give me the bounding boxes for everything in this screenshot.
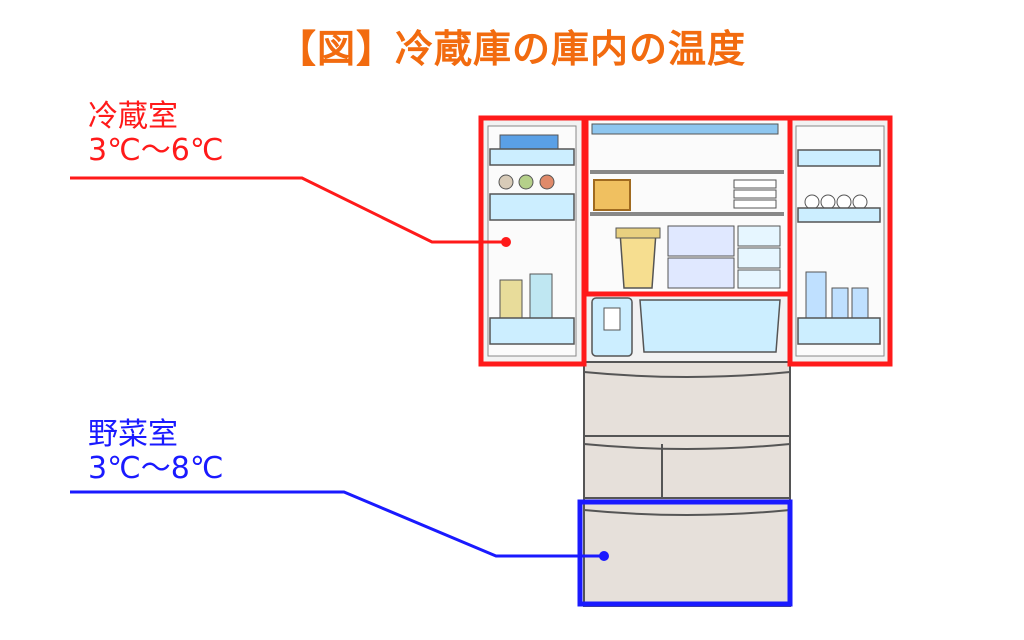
right-door bbox=[789, 117, 891, 365]
lower-cabinet bbox=[583, 361, 791, 607]
fridge-zone-label: 冷蔵室 3℃〜6℃ bbox=[88, 100, 224, 168]
fridge-zone-name: 冷蔵室 bbox=[88, 99, 178, 134]
vegetable-zone-name: 野菜室 bbox=[88, 417, 178, 452]
fridge-zone-temperature: 3℃〜6℃ bbox=[88, 133, 224, 168]
fridge-zone-highlight bbox=[478, 115, 893, 367]
vegetable-zone-marker bbox=[599, 551, 609, 561]
center-compartment bbox=[583, 117, 791, 363]
vegetable-zone-temperature: 3℃〜8℃ bbox=[88, 451, 224, 486]
fridge-zone-leader-line bbox=[70, 176, 506, 244]
fridge-zone-marker bbox=[501, 237, 511, 247]
diagram-title: 【図】冷蔵庫の庫内の温度 bbox=[277, 27, 746, 71]
vegetable-zone-label: 野菜室 3℃〜8℃ bbox=[88, 418, 224, 486]
vegetable-zone-highlight bbox=[577, 499, 793, 607]
vegetable-zone-leader-line bbox=[70, 490, 604, 558]
